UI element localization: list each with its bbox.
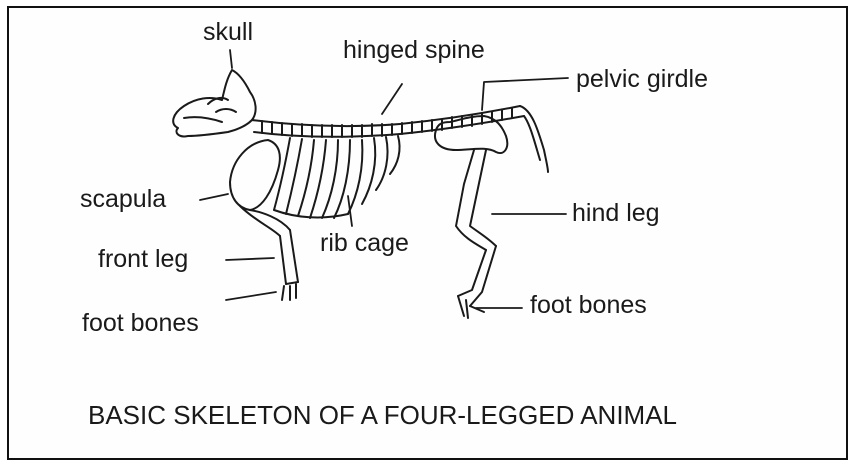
label-rib-cage: rib cage [320,231,409,256]
skull-shape [173,70,255,136]
label-foot-bones-hind: foot bones [530,293,647,318]
spine-shape [252,106,548,172]
label-skull: skull [203,20,253,45]
label-hinged-spine: hinged spine [343,38,485,63]
label-pelvic-girdle: pelvic girdle [576,67,708,92]
scapula-shape [230,140,280,210]
diagram-caption: BASIC SKELETON OF A FOUR-LEGGED ANIMAL [88,400,677,431]
ribcage-shape [274,136,400,218]
hind-leg-shape [456,150,496,318]
front-leg-shape [240,206,298,300]
pointer-lines [200,50,568,308]
label-foot-bones-front: foot bones [82,311,199,336]
label-scapula: scapula [80,187,166,212]
label-hind-leg: hind leg [572,201,660,226]
label-front-leg: front leg [98,247,188,272]
